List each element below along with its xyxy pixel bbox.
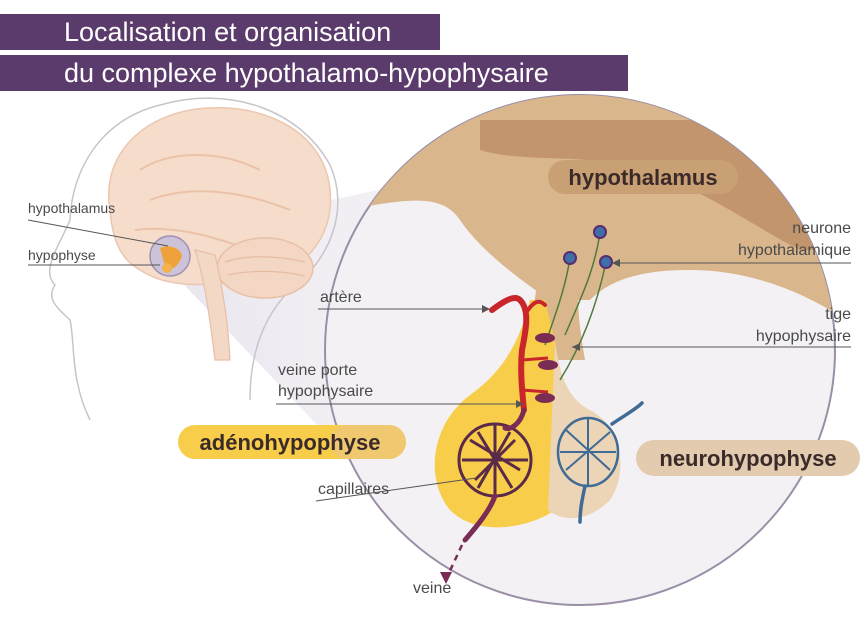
head-illustration [48,97,339,421]
cerebellum [216,237,314,299]
zone-label-hypothalamus: hypothalamus [568,165,717,190]
portal-plexus [535,333,558,403]
zone-label-neurohypophyse: neurohypophyse [659,446,836,471]
neurohypophysis-vessels [556,401,644,524]
head-label-hypophyse: hypophyse [28,247,96,263]
title-line-2: du complexe hypothalamo-hypophysaire [0,55,628,91]
title-line-1: Localisation et organisation [0,14,440,50]
label-neurone-line1: neurone [792,220,851,237]
label-neurone-line2: hypothalamique [738,242,851,259]
label-veine: veine [413,580,451,597]
label-tige-line1: tige [825,306,851,323]
brainstem [194,249,231,361]
hypothalamus-head-pointer [27,219,169,247]
artery [489,295,530,413]
label-veine-porte-line1: veine porte [278,362,357,379]
zone-label-adenohypophyse: adénohypophyse [200,430,381,455]
label-veine-porte-line2: hypophysaire [278,383,373,400]
label-artere: artère [320,289,362,306]
label-capillaires: capillaires [318,481,389,498]
neuron-body-2 [563,251,577,265]
vein-trunk [462,407,527,543]
hypothalamus-pill [548,160,738,194]
label-tige-line2: hypophysaire [756,328,851,345]
capillary-network [440,407,533,584]
neuron-body-3 [599,255,613,269]
capillaires-pointer [315,477,477,502]
hypothalamic-neurons [544,225,613,381]
head-label-hypothalamus: hypothalamus [28,200,115,216]
neurohypophyse-pill [636,440,860,476]
neuron-body-1 [593,225,607,239]
